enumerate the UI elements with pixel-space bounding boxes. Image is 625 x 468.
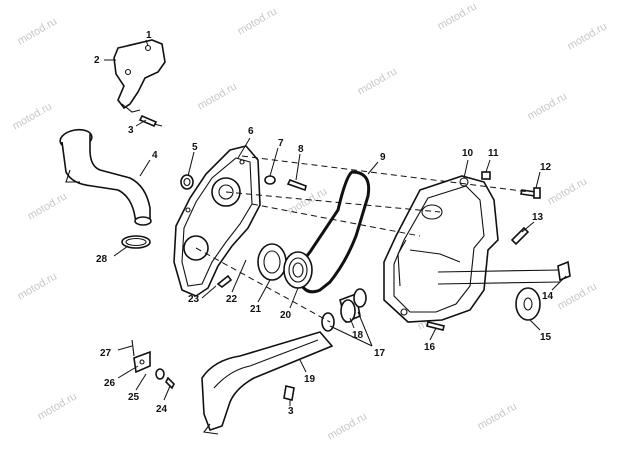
mount-bracket-part bbox=[133, 350, 151, 374]
watermark: motod.ru bbox=[236, 5, 280, 37]
watermark: motod.ru bbox=[436, 0, 480, 32]
o-ring-part bbox=[321, 312, 335, 332]
callout-9: 9 bbox=[380, 152, 386, 163]
watermark: motod.ru bbox=[526, 90, 570, 122]
callout-12: 12 bbox=[540, 162, 552, 173]
washer-part bbox=[180, 174, 194, 190]
bolt-part bbox=[138, 114, 163, 128]
watermark: motod.ru bbox=[11, 100, 55, 132]
watermark: motod.ru bbox=[546, 175, 590, 207]
lower-duct-part bbox=[201, 331, 334, 435]
watermark: motod.ru bbox=[556, 280, 600, 312]
callout-3: 3 bbox=[288, 406, 294, 417]
callout-21: 21 bbox=[250, 304, 262, 315]
cover-disc-part bbox=[515, 287, 541, 321]
callout-23: 23 bbox=[188, 294, 200, 305]
small-washer-part bbox=[264, 175, 276, 185]
callout-18: 18 bbox=[352, 330, 364, 341]
screw-part bbox=[286, 178, 307, 192]
callout-11: 11 bbox=[488, 148, 499, 159]
callout-labels: 1 2 3 3 4 5 6 7 8 9 10 11 12 13 14 15 16… bbox=[94, 30, 554, 417]
callout-27: 27 bbox=[100, 348, 112, 359]
callout-15: 15 bbox=[540, 332, 552, 343]
screw-part bbox=[165, 376, 175, 390]
watermark: motod.ru bbox=[36, 390, 80, 422]
callout-17: 17 bbox=[374, 348, 386, 359]
watermark: motod.ru bbox=[566, 20, 610, 52]
bolt-part bbox=[283, 385, 295, 401]
callout-6: 6 bbox=[248, 126, 254, 137]
callout-2: 2 bbox=[94, 55, 100, 66]
callout-7: 7 bbox=[278, 138, 284, 149]
callout-26: 26 bbox=[104, 378, 116, 389]
hose-clamp-part bbox=[121, 235, 151, 249]
washer-part bbox=[155, 368, 165, 380]
pin-part bbox=[131, 339, 135, 357]
watermark: motod.ru bbox=[26, 190, 70, 222]
retaining-clip-part bbox=[510, 226, 530, 246]
outer-cover-part bbox=[383, 175, 499, 323]
callout-8: 8 bbox=[298, 144, 304, 155]
callout-25: 25 bbox=[128, 392, 140, 403]
callout-1: 1 bbox=[146, 30, 152, 41]
callout-19: 19 bbox=[304, 374, 316, 385]
drain-screw-part bbox=[426, 321, 445, 331]
alignment-lines bbox=[195, 155, 531, 323]
nut-part bbox=[481, 171, 491, 180]
cover-screw-part bbox=[216, 274, 233, 289]
watermark: motod.ru bbox=[476, 400, 520, 432]
callout-28: 28 bbox=[96, 254, 108, 265]
callout-16: 16 bbox=[424, 342, 436, 353]
watermark: motod.ru bbox=[16, 270, 60, 302]
callout-5: 5 bbox=[192, 142, 198, 153]
callout-22: 22 bbox=[226, 294, 238, 305]
seal-part bbox=[257, 243, 287, 281]
watermark: motod.ru bbox=[196, 80, 240, 112]
drive-belt-part bbox=[298, 170, 371, 294]
inner-cover-part bbox=[173, 145, 261, 297]
watermark: motod.ru bbox=[16, 15, 60, 47]
callout-3: 3 bbox=[128, 125, 134, 136]
watermark: motod.ru bbox=[286, 185, 330, 217]
watermark: motod.ru bbox=[326, 410, 370, 442]
leader-lines bbox=[104, 39, 567, 406]
callout-13: 13 bbox=[532, 212, 544, 223]
o-ring-part bbox=[353, 288, 367, 308]
shaft-tube-part bbox=[437, 260, 571, 285]
callout-14: 14 bbox=[542, 291, 554, 302]
callout-24: 24 bbox=[156, 404, 168, 415]
cover-bolt-part bbox=[520, 187, 541, 199]
watermark: motod.ru bbox=[356, 65, 400, 97]
intake-duct-part bbox=[59, 128, 152, 226]
bracket-part bbox=[113, 39, 166, 113]
callout-20: 20 bbox=[280, 310, 292, 321]
callout-4: 4 bbox=[152, 150, 158, 161]
bearing-part bbox=[283, 251, 313, 289]
callout-10: 10 bbox=[462, 148, 474, 159]
